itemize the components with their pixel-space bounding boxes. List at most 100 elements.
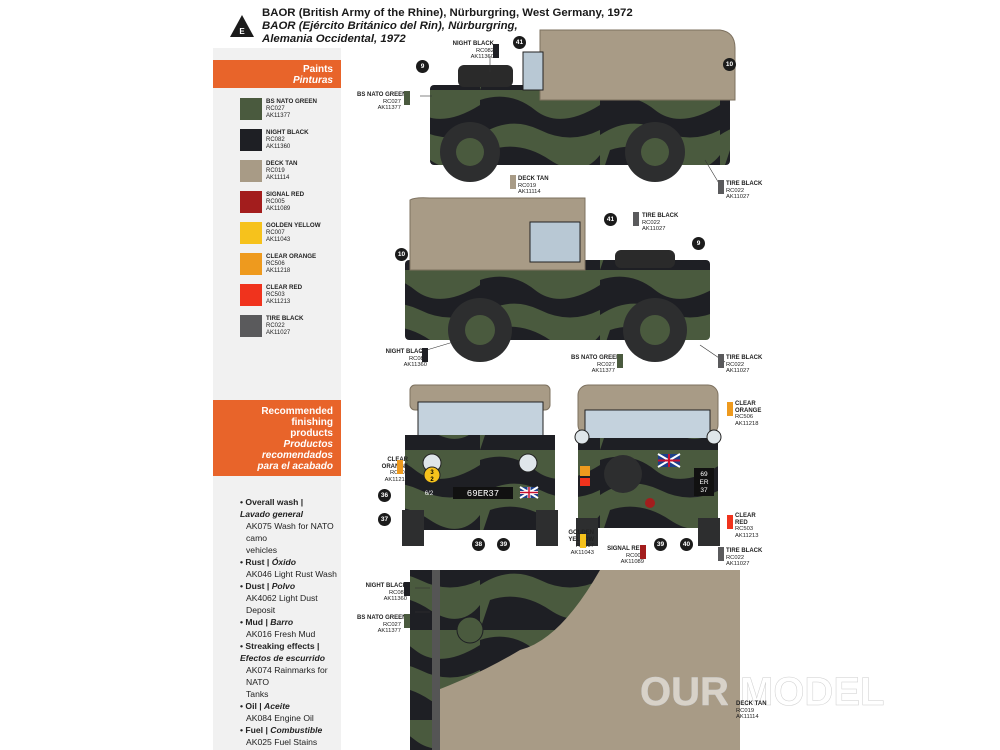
callout-color-chip xyxy=(727,402,733,416)
vehicle-front: 3 2 69ER37 6/2 xyxy=(402,384,558,546)
finishing-header-es3: para el acabado xyxy=(257,461,333,472)
paint-swatch xyxy=(240,98,262,120)
callout-color-chip xyxy=(727,515,733,529)
paints-header: Paints Pinturas xyxy=(213,60,341,88)
paint-swatch xyxy=(240,253,262,275)
reference-number: 39 xyxy=(654,538,667,551)
title-es-2: Alemania Occidental, 1972 xyxy=(262,33,406,45)
finishing-item: • Streaking effects | Efectos de escurri… xyxy=(240,641,328,699)
finishing-header-en1: Recommended xyxy=(261,406,333,417)
vehicle-side-right xyxy=(430,29,736,182)
vehicle-side-left xyxy=(405,197,710,362)
reference-number: 39 xyxy=(497,538,510,551)
paint-swatch xyxy=(240,160,262,182)
vehicle-top-view xyxy=(410,570,740,750)
paints-header-es: Pinturas xyxy=(292,75,333,86)
callout-color-chip xyxy=(718,354,724,368)
callout-color-chip xyxy=(404,582,410,596)
callout-color-chip xyxy=(718,547,724,561)
finishing-header: Recommended finishing products Productos… xyxy=(213,400,341,476)
rear-plate-line1: 69 xyxy=(700,471,708,478)
reference-number: 37 xyxy=(378,513,391,526)
bridge-plate-top: 3 xyxy=(430,470,434,476)
title-en: BAOR (British Army of the Rhine), Nürbur… xyxy=(262,7,633,19)
rear-plate-line3: 37 xyxy=(700,487,708,494)
vehicle-drawings: 3 2 69ER37 6/2 69 ER 37 xyxy=(402,29,885,750)
callout-color-chip xyxy=(640,545,646,559)
callout-color-chip xyxy=(728,700,734,714)
front-number-plate: 69ER37 xyxy=(467,489,499,499)
finishing-header-en2: finishing xyxy=(291,417,333,428)
watermark-text: OUR MODEL xyxy=(640,670,884,714)
callout-color-chip xyxy=(718,180,724,194)
paint-swatch xyxy=(240,191,262,213)
callout-color-chip xyxy=(510,175,516,189)
callout-color-chip xyxy=(404,614,410,628)
callout-color-chip xyxy=(617,354,623,368)
reference-number: 10 xyxy=(723,58,736,71)
paint-swatch xyxy=(240,315,262,337)
rear-plate-line2: ER xyxy=(699,479,708,486)
callout-color-chip xyxy=(633,212,639,226)
reference-number: 41 xyxy=(513,36,526,49)
paint-swatch xyxy=(240,284,262,306)
reference-number: 9 xyxy=(416,60,429,73)
front-small-marking: 6/2 xyxy=(425,491,434,497)
reference-number: 41 xyxy=(604,213,617,226)
vehicle-rear: 69 ER 37 xyxy=(574,384,722,546)
callout-color-chip xyxy=(422,348,428,362)
finishing-header-en3: products xyxy=(290,428,333,439)
callout-color-chip xyxy=(580,534,586,548)
badge-letter: E xyxy=(239,27,245,36)
callout-color-chip xyxy=(404,91,410,105)
finishing-header-es2: recomendados xyxy=(261,450,333,461)
profile-letter-badge: E xyxy=(230,15,254,37)
bridge-plate-bottom: 2 xyxy=(430,477,434,483)
reference-number: 10 xyxy=(395,248,408,261)
finishing-header-es1: Productos xyxy=(283,439,333,450)
title-es-1: BAOR (Ejército Británico del Rin), Nürbu… xyxy=(262,20,518,32)
callout-color-chip xyxy=(493,44,499,58)
page-title: BAOR (British Army of the Rhine), Nürbur… xyxy=(262,7,642,46)
paints-header-en: Paints xyxy=(302,64,333,75)
paint-swatch xyxy=(240,129,262,151)
reference-number: 36 xyxy=(378,489,391,502)
reference-number: 38 xyxy=(472,538,485,551)
